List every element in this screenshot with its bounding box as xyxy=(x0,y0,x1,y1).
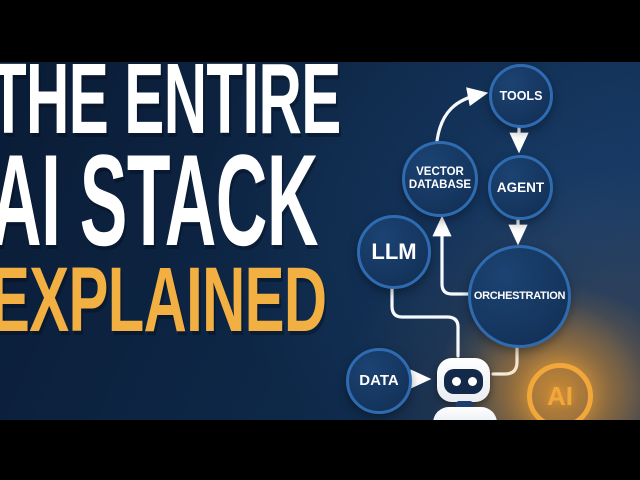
robot-neck xyxy=(456,401,473,409)
letterbox-bar-top xyxy=(0,0,640,62)
node-llm-label: LLM xyxy=(371,238,417,264)
robot-eye-right xyxy=(468,377,477,386)
line-llm-to-robot xyxy=(390,283,460,358)
line-orchestration-to-robot xyxy=(491,342,519,376)
ai-badge-label: AI xyxy=(547,380,573,411)
node-tools: TOOLS xyxy=(489,64,553,128)
robot-body xyxy=(433,407,497,424)
robot-visor xyxy=(444,369,483,394)
node-orchestration: ORCHESTRATION xyxy=(468,245,571,348)
arrow-vectordb-to-tools xyxy=(435,87,489,143)
letterbox-bar-bottom xyxy=(0,420,640,480)
node-llm: LLM xyxy=(357,215,431,289)
robot-eye-left xyxy=(452,377,461,386)
arrow-orchestration-to-vectordb xyxy=(432,215,470,296)
node-vector-database: VECTOR DATABASE xyxy=(402,141,478,217)
node-agent: AGENT xyxy=(488,155,553,220)
node-orchestration-label: ORCHESTRATION xyxy=(473,290,566,303)
node-agent-label: AGENT xyxy=(496,179,545,195)
title-line-1: THE ENTIRE xyxy=(0,43,341,155)
title-line-3: EXPLAINED xyxy=(0,249,327,351)
node-vector-database-label: VECTOR DATABASE xyxy=(408,166,472,191)
node-tools-label: TOOLS xyxy=(499,89,543,103)
title-line-2: AI STACK xyxy=(0,127,318,273)
node-data: DATA xyxy=(346,348,412,414)
node-data-label: DATA xyxy=(359,371,399,389)
